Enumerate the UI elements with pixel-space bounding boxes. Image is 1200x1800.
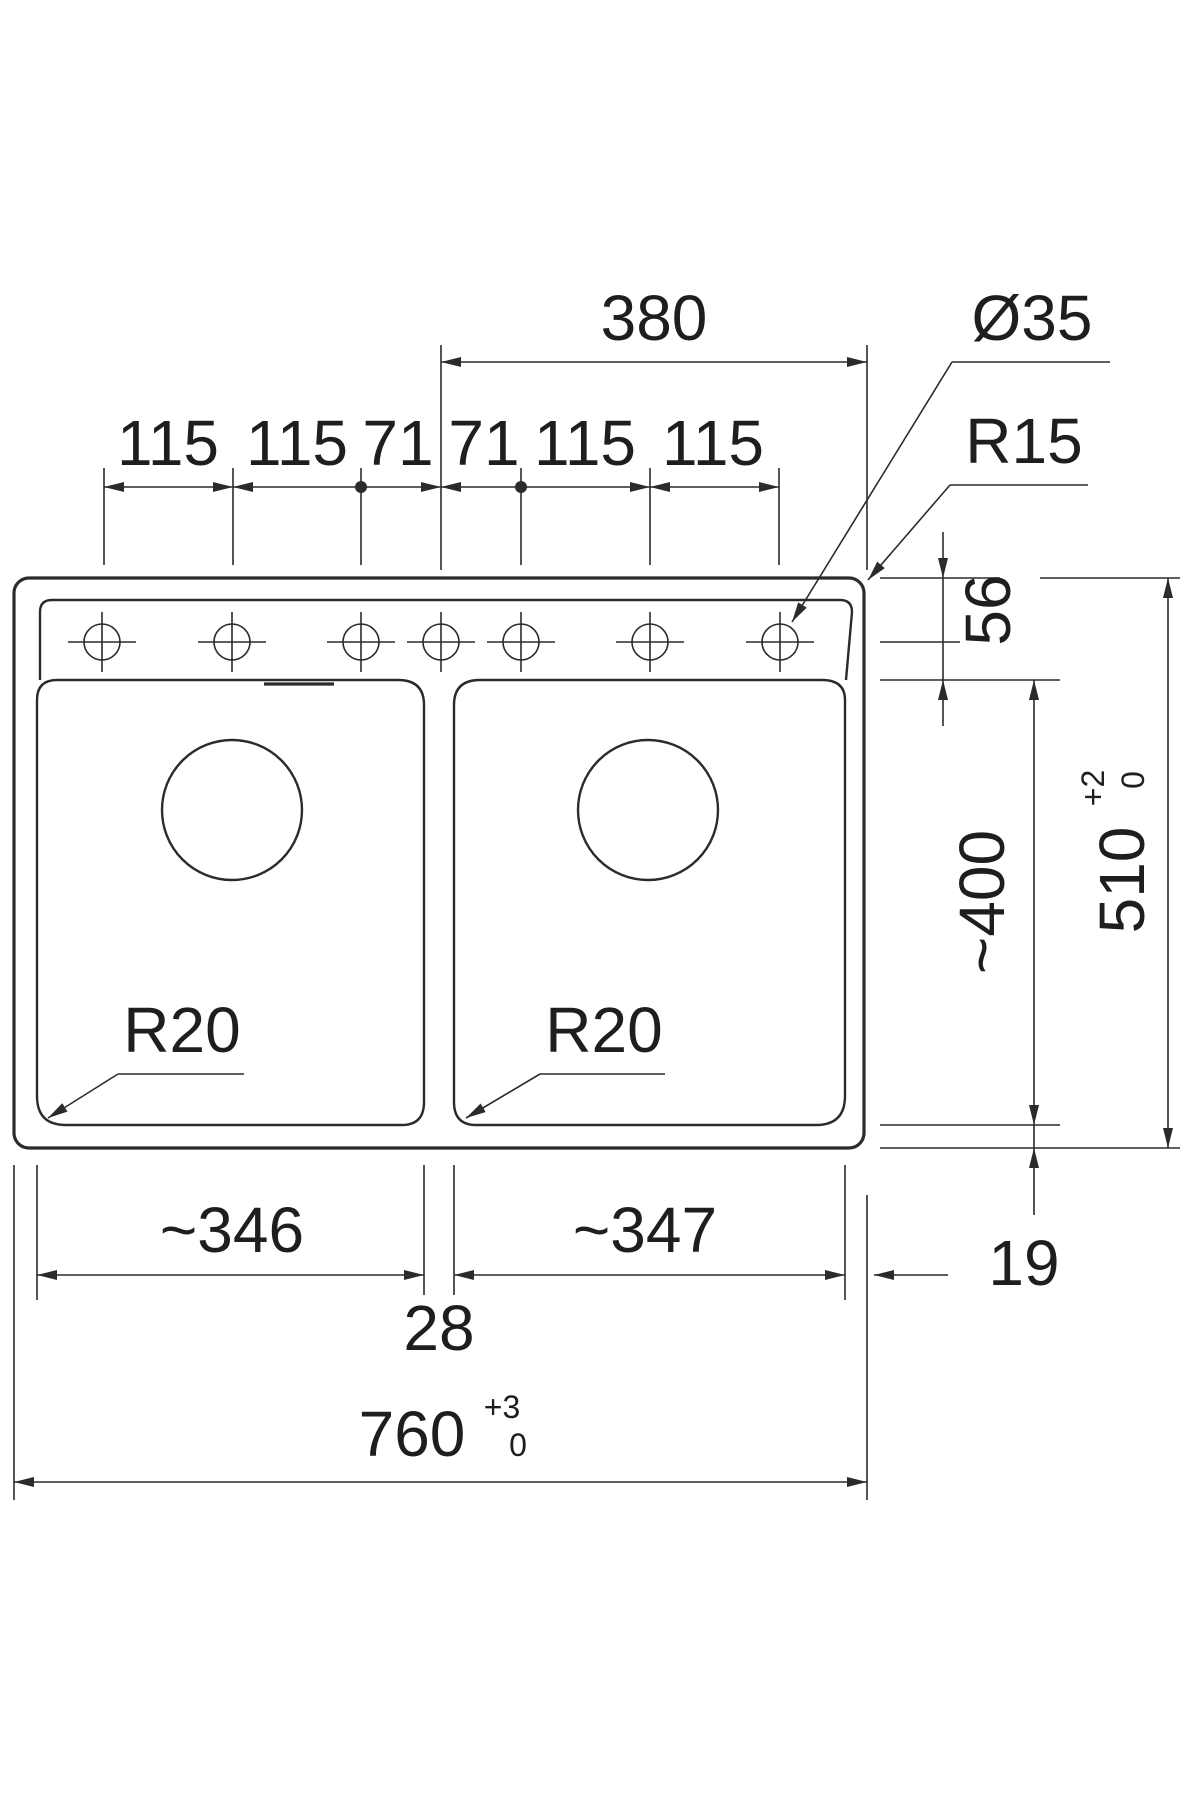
right-bowl	[452, 678, 847, 1127]
dim-spacing-label: 115	[117, 407, 219, 479]
tap-hole-icon	[487, 612, 555, 672]
dim-divider-label: 28	[403, 1292, 474, 1364]
tap-hole-icon	[327, 612, 395, 672]
sink-outline	[12, 576, 866, 1150]
dim-spacing-label: 115	[246, 407, 348, 479]
tap-hole-icon	[68, 612, 136, 672]
dim-380-label: 380	[601, 282, 708, 354]
dim-overall-width-tol-minus: 0	[509, 1427, 527, 1463]
left-drain-icon	[160, 738, 304, 882]
tap-holes	[68, 612, 814, 672]
dim-overall-width-tol-plus: +3	[484, 1389, 520, 1425]
dim-right-bowl-label: ~347	[573, 1194, 717, 1266]
bowl-radius-labels: R20 R20	[47, 994, 665, 1119]
tap-hole-icon	[407, 612, 475, 672]
dim-overall-depth-label: 510	[1086, 827, 1158, 934]
dim-overall-depth-tol-minus: 0	[1115, 771, 1151, 789]
dim-spacing-label: 115	[662, 407, 764, 479]
tap-hole-icon	[198, 612, 266, 672]
dim-bottom-rim-label: 19	[988, 1227, 1059, 1299]
dim-hole-diameter-label: Ø35	[972, 282, 1093, 354]
dim-spacing-label: 71	[362, 407, 433, 479]
dim-spacing-label: 115	[534, 407, 636, 479]
tap-hole-icon	[746, 612, 814, 672]
sink-outer-rim	[12, 576, 866, 1150]
dim-overall-depth-tol-plus: +2	[1075, 770, 1111, 806]
dim-overall-width-label: 760	[359, 1398, 466, 1470]
dim-left-bowl-label: ~346	[160, 1194, 304, 1266]
right-bowl-outline	[452, 678, 847, 1127]
dim-bowl-depth-label: ~400	[946, 830, 1018, 974]
dim-spacing-label: 71	[448, 407, 519, 479]
top-dimensions: 380 115 115 71 71 115 115 Ø35 R15	[103, 282, 1110, 623]
bottom-dimensions: ~346 ~347 28 760 +3 0	[13, 1165, 868, 1500]
side-dimensions: 56 ~400 510 +2 0 19	[874, 532, 1180, 1299]
dim-ledge-label: 56	[952, 574, 1024, 645]
left-bowl	[35, 678, 426, 1127]
right-bowl-radius-label: R20	[545, 994, 662, 1066]
tap-ledge-outline	[38, 598, 854, 681]
dim-corner-radius-label: R15	[965, 405, 1082, 477]
left-bowl-outline	[35, 678, 426, 1127]
tap-hole-icon	[616, 612, 684, 672]
right-drain-icon	[576, 738, 720, 882]
left-bowl-radius-label: R20	[123, 994, 240, 1066]
